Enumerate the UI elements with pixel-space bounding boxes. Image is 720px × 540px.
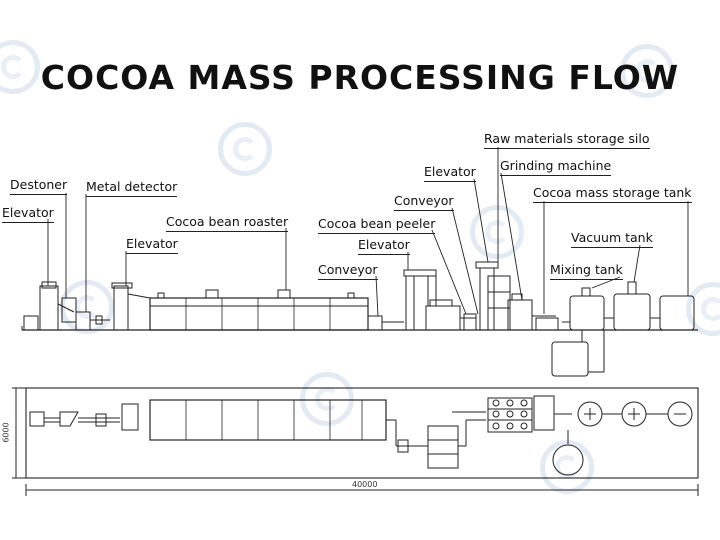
label-elevator-1: Elevator (2, 205, 54, 223)
page-title: COCOA MASS PROCESSING FLOW (40, 58, 680, 97)
watermark-logo (218, 122, 272, 176)
elevation-view (21, 261, 698, 377)
label-elevator-2: Elevator (126, 236, 178, 254)
label-metal-detector: Metal detector (86, 179, 178, 197)
dimension-width: 6000 (1, 422, 11, 443)
watermark-logo (300, 372, 354, 426)
label-destoner: Destoner (10, 177, 68, 195)
leader-lines (47, 147, 689, 317)
label-cocoa-bean-peeler: Cocoa bean peeler (318, 216, 436, 234)
label-conveyor-1: Conveyor (318, 262, 378, 280)
label-mixing-tank: Mixing tank (550, 262, 623, 280)
watermark-logo (470, 205, 524, 259)
watermark-logo (0, 40, 40, 94)
label-conveyor-2: Conveyor (394, 193, 454, 211)
label-grinding-machine: Grinding machine (500, 158, 612, 176)
plan-view (12, 387, 699, 496)
watermark-logo (540, 440, 594, 494)
label-cocoa-bean-roaster: Cocoa bean roaster (166, 214, 289, 232)
watermark-logo (620, 44, 674, 98)
label-raw-materials-storage-silo: Raw materials storage silo (484, 131, 650, 149)
label-elevator-4: Elevator (424, 164, 476, 182)
label-cocoa-mass-storage-tank: Cocoa mass storage tank (533, 185, 692, 203)
label-elevator-3: Elevator (358, 237, 410, 255)
dimension-length: 40000 (352, 480, 378, 489)
watermark-logo (686, 282, 720, 336)
label-vacuum-tank: Vacuum tank (571, 230, 653, 248)
